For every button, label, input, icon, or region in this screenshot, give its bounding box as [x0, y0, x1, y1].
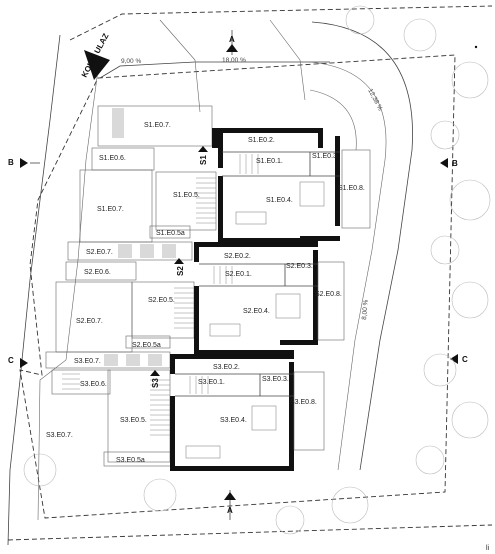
- section-a-arrow-top: [226, 44, 238, 52]
- slope-top: 18,00 %: [222, 57, 246, 64]
- s1-deck-5: [155, 171, 217, 231]
- driveway-line-2: [269, 19, 306, 101]
- s2-deck-5: [131, 281, 195, 339]
- s2-e01-label: S2.E0.1.: [225, 271, 252, 278]
- svg-text:S1: S1: [199, 155, 208, 165]
- s1-e03-label: S1.E0.3.: [312, 153, 339, 160]
- site-line-left: [7, 34, 61, 546]
- svg-text:S2: S2: [176, 266, 185, 276]
- s2-e05-label: S2.E0.5.: [148, 297, 175, 304]
- s1-e02-label: S1.E0.2.: [248, 137, 275, 144]
- driveway-curve-mid: [309, 89, 357, 151]
- s3-e08-label: S3.E0.8.: [290, 399, 317, 406]
- section-c-label-right: C: [462, 355, 468, 364]
- entrance-arrow: [84, 50, 110, 80]
- s3-deck-5: [107, 369, 171, 463]
- driveway-edge: [99, 61, 330, 79]
- s2-garden-7a: [67, 241, 193, 261]
- unit-s1: S1 S1.E0.7. S1.E0.6. S1.E0.7. S1.E0.5. S…: [79, 105, 371, 243]
- s3-entry-arrow: [150, 370, 160, 376]
- s3-e01-label: S3.E0.1.: [198, 379, 225, 386]
- s2-e05a-label: S2.E0.5a: [132, 342, 161, 349]
- s2-deck-5a: [125, 335, 171, 349]
- marker-dot: [474, 45, 478, 49]
- site-line-left-inner: [37, 69, 99, 521]
- section-a-label-top: A: [229, 35, 235, 44]
- s2-e07a-label: S2.E0.7.: [86, 249, 113, 256]
- corner-mark: li: [486, 545, 490, 552]
- s1-e04-label: S1.E0.4.: [266, 197, 293, 204]
- s2-entry-arrow: [174, 258, 184, 264]
- s2-e07b-label: S2.E0.7.: [76, 318, 103, 325]
- s2-garden-7b: [55, 281, 133, 353]
- section-b-arrow-left: [20, 158, 28, 168]
- section-c-arrow-left: [20, 358, 28, 368]
- s3-e03-label: S3.E0.3.: [262, 376, 289, 383]
- unit-s2: S2 S2.E0.7. S2.E0.6. S2.E0.7. S2.E0.5. S…: [55, 241, 345, 355]
- s3-e02-label: S3.E0.2.: [213, 364, 240, 371]
- driveway-curve-outer: [311, 21, 413, 471]
- section-c-arrow-right: [450, 354, 458, 364]
- s1-e07a-label: S1.E0.7.: [144, 122, 171, 129]
- s2-e04-label: S2.E0.4.: [243, 308, 270, 315]
- section-b-arrow-right: [440, 158, 448, 168]
- section-b-label-left: B: [8, 158, 14, 167]
- s1-deck-5a: [149, 225, 191, 239]
- section-b-label-right: B: [452, 159, 458, 168]
- slope-right: 8,00 %: [361, 299, 370, 320]
- s3-e06-label: S3.E0.6.: [80, 381, 107, 388]
- s3-e05-label: S3.E0.5.: [120, 417, 147, 424]
- s2-terrace-8: [317, 261, 345, 341]
- svg-text:S3: S3: [151, 378, 160, 388]
- s2-terrace-6: [65, 261, 137, 281]
- s2-e03-label: S2.E0.3.: [286, 263, 313, 270]
- s1-e05-label: S1.E0.5.: [173, 192, 200, 199]
- section-c-label-left: C: [8, 356, 14, 365]
- driveway-line: [159, 19, 201, 113]
- s3-e05a-label: S3.E0.5a: [116, 457, 145, 464]
- s3-e07a-label: S3.E0.7.: [74, 358, 101, 365]
- s3-terrace-6: [51, 369, 111, 395]
- s2-e08-label: S2.E0.8.: [315, 291, 342, 298]
- s1-e01-label: S1.E0.1.: [256, 158, 283, 165]
- s1-e08-label: S1.E0.8.: [338, 185, 365, 192]
- section-a-label-bottom: A: [227, 506, 233, 515]
- s1-terrace-8: [341, 149, 371, 229]
- unit-s3: S3 S3.E0.7. S3.E0.6. S3.E0.7. S3.E0.5. S…: [45, 351, 325, 471]
- s1-entry-arrow: [198, 146, 208, 152]
- s3-terrace-8: [293, 371, 325, 451]
- s1-garden-7a: [97, 105, 213, 147]
- driveway-curve-inner: [309, 61, 387, 471]
- s2-e06-label: S2.E0.6.: [84, 269, 111, 276]
- s1-e06-label: S1.E0.6.: [99, 155, 126, 162]
- trees: [23, 5, 491, 535]
- section-a-arrow-bottom: [224, 492, 236, 500]
- s3-e04-label: S3.E0.4.: [220, 417, 247, 424]
- s2-e02-label: S2.E0.2.: [224, 253, 251, 260]
- s3-e07b-label: S3.E0.7.: [46, 432, 73, 439]
- s1-e05a-label: S1.E0.5a: [156, 230, 185, 237]
- slope-left: 9,00 %: [121, 58, 141, 65]
- plot-boundary-bottom: [7, 524, 493, 541]
- slope-curve: 12,38 %: [366, 88, 383, 113]
- plot-boundary-rear: [19, 54, 456, 519]
- s1-e07b-label: S1.E0.7.: [97, 206, 124, 213]
